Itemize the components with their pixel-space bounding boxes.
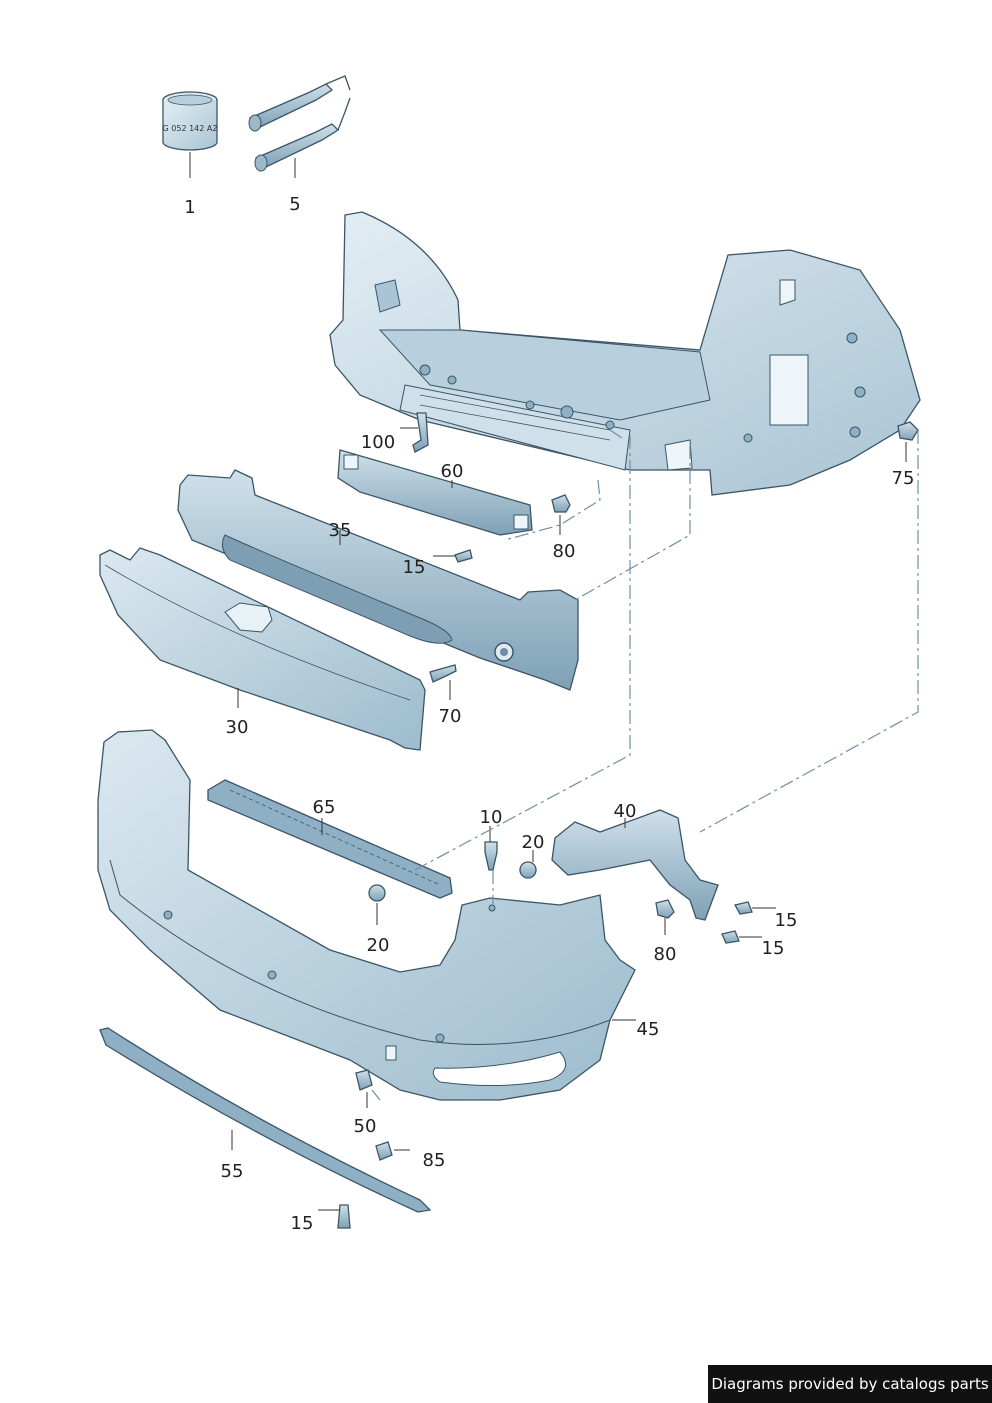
callout-45: 45 <box>637 1019 660 1040</box>
callout-70: 70 <box>439 706 462 727</box>
clip-85-part <box>375 1141 393 1161</box>
callout-55: 55 <box>221 1161 244 1182</box>
fasteners <box>337 494 753 1229</box>
callout-80-upper: 80 <box>553 541 576 562</box>
callout-85: 85 <box>423 1150 446 1171</box>
carrier-60-part <box>337 449 533 536</box>
callout-15-right-lower: 15 <box>762 938 785 959</box>
bumper-cover-45-part <box>97 729 636 1101</box>
callout-40: 40 <box>614 801 637 822</box>
repair-cartridges-part <box>248 75 351 172</box>
grille-insert-65-part <box>207 779 453 899</box>
callout-20-right: 20 <box>522 832 545 853</box>
callout-60: 60 <box>441 461 464 482</box>
spoiler-strip-55-part <box>99 1027 432 1213</box>
clip-75-part <box>897 421 919 441</box>
callout-15-bottom: 15 <box>291 1213 314 1234</box>
cap-50-part <box>355 1069 373 1091</box>
callout-35: 35 <box>329 520 352 541</box>
callout-20-left: 20 <box>367 935 390 956</box>
sealant-tin-part: G 052 142 A2 <box>162 91 218 151</box>
callout-15-right-upper: 15 <box>775 910 798 931</box>
credit-banner: Diagrams provided by catalogs parts <box>708 1365 992 1403</box>
callout-labels: 1 5 75 100 60 35 15 80 30 70 65 10 20 40… <box>184 194 914 1234</box>
assembly-guide-lines <box>371 429 919 1101</box>
sealant-tin-label: G 052 142 A2 <box>163 124 218 133</box>
callout-100: 100 <box>361 432 395 453</box>
guide-bracket-40-part <box>551 809 719 921</box>
callout-5: 5 <box>289 194 300 215</box>
callout-10: 10 <box>480 807 503 828</box>
callout-30: 30 <box>226 717 249 738</box>
callout-80-lower: 80 <box>654 944 677 965</box>
callout-15-upper: 15 <box>403 557 426 578</box>
impact-member-35-part <box>177 469 579 691</box>
callout-50: 50 <box>354 1116 377 1137</box>
callout-75: 75 <box>892 468 915 489</box>
callout-1: 1 <box>184 197 195 218</box>
callout-65: 65 <box>313 797 336 818</box>
bracket-100-part <box>412 412 429 453</box>
energy-absorber-30-part <box>99 547 426 751</box>
rear-body-panel <box>329 211 921 496</box>
